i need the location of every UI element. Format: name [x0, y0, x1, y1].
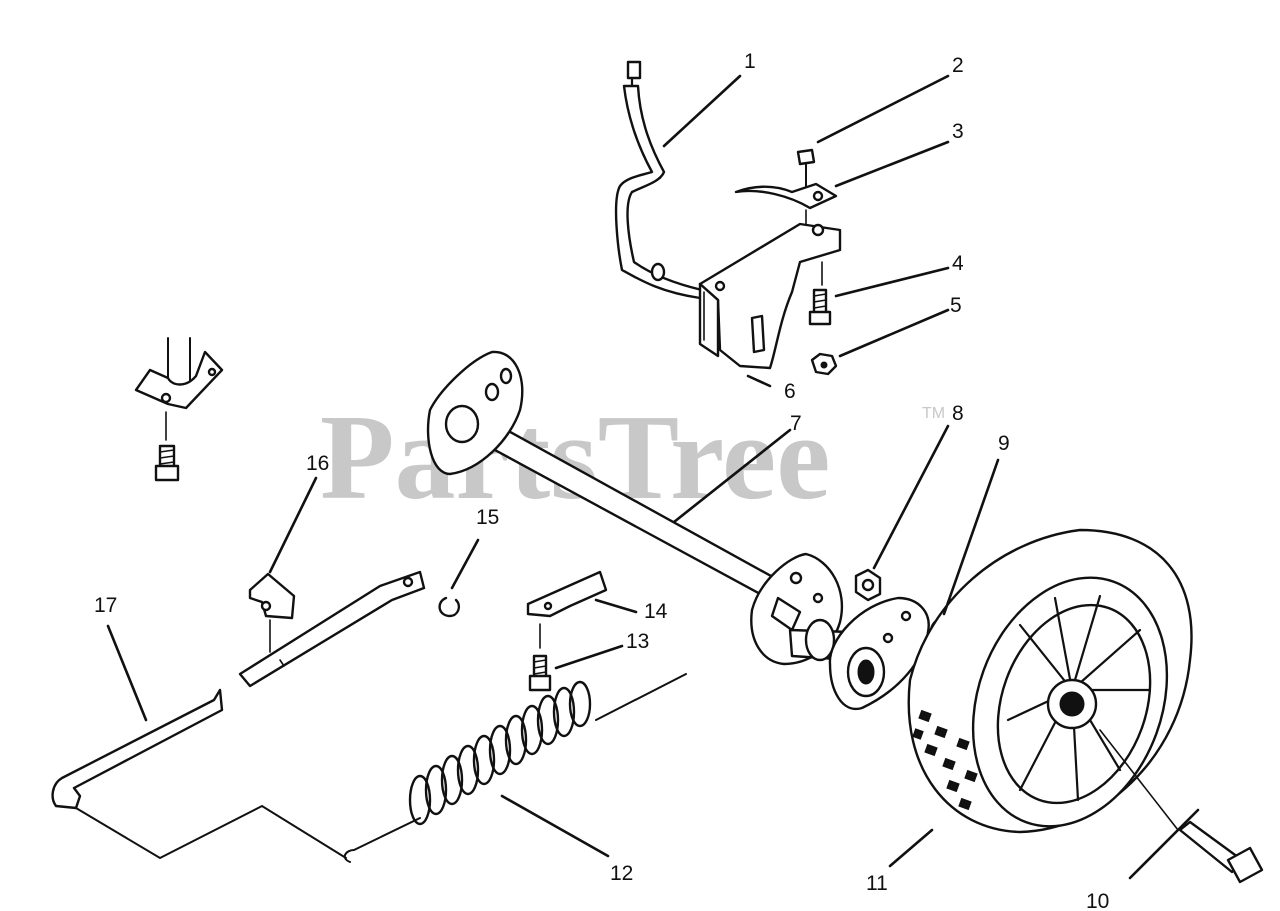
callout-12: 12 [610, 862, 633, 885]
callout-6: 6 [784, 380, 796, 403]
watermark-trademark: TM [922, 405, 945, 422]
callout-11: 11 [866, 872, 888, 895]
part-15-retaining-ring[interactable] [438, 596, 461, 618]
leader-lines [106, 74, 1200, 880]
callout-2: 2 [952, 54, 964, 77]
watermark-logo: PartsTree [320, 390, 830, 525]
part-5-nut[interactable] [810, 352, 838, 376]
callout-8: 8 [952, 402, 964, 425]
part-14-bracket[interactable] [526, 570, 608, 649]
front-bracket-assembly[interactable] [134, 337, 224, 482]
callout-13: 13 [626, 630, 649, 653]
part-17-rod[interactable] [51, 688, 347, 860]
part-6-bracket[interactable] [698, 222, 842, 370]
callout-17: 17 [94, 594, 117, 617]
callout-3: 3 [952, 120, 964, 143]
callout-16: 16 [306, 452, 329, 475]
part-16-clip[interactable] [248, 572, 296, 653]
part-4-bolt[interactable] [808, 288, 832, 326]
wheel-hub-plate[interactable] [828, 596, 930, 711]
callout-labels: 1 2 3 4 5 6 7 8 9 10 11 12 13 14 15 16 1… [94, 50, 1109, 911]
part-13-bolt[interactable] [528, 654, 552, 692]
adjust-rod[interactable] [238, 570, 426, 688]
part-10-wheel-bolt[interactable] [1099, 729, 1264, 884]
part-12-spring[interactable] [343, 673, 687, 863]
part-1-height-lever[interactable] [614, 60, 704, 300]
callout-1: 1 [744, 50, 756, 73]
part-3-clip-plate[interactable] [734, 182, 838, 210]
callout-9: 9 [998, 432, 1010, 455]
callout-7: 7 [790, 412, 802, 435]
callout-4: 4 [952, 252, 964, 275]
callout-14: 14 [644, 600, 668, 623]
part-7-axle[interactable] [426, 350, 854, 666]
callout-15: 15 [476, 506, 499, 529]
part-8-nut[interactable] [854, 568, 882, 602]
callout-5: 5 [950, 294, 962, 317]
callout-10: 10 [1086, 890, 1109, 911]
part-11-wheel[interactable] [907, 528, 1201, 854]
